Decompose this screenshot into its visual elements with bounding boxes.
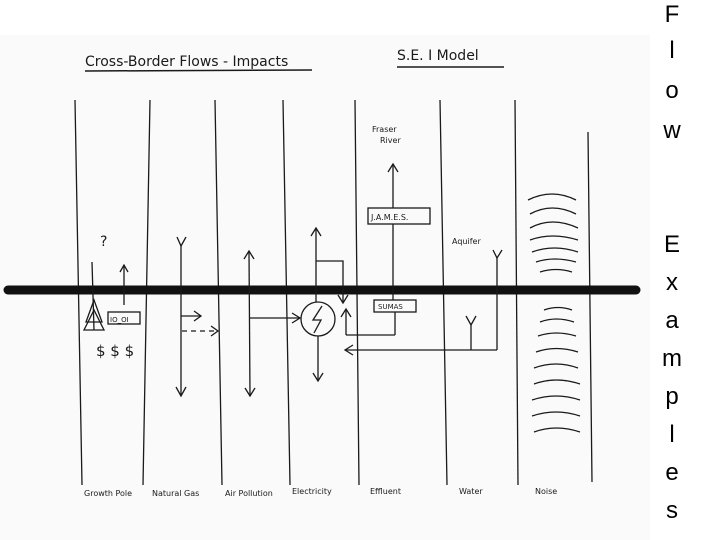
side-letter: p	[665, 383, 679, 410]
lightning-icon	[311, 305, 323, 334]
side-letter: s	[666, 497, 678, 524]
sketch-diagram: Cross-Border Flows - Impacts S.E. I Mode…	[3, 48, 641, 498]
column-labels: Growth Pole Natural Gas Air Pollution El…	[84, 487, 557, 498]
label-electricity: Electricity	[292, 487, 332, 496]
side-letter: l	[669, 421, 675, 448]
noise-waves	[527, 193, 581, 433]
diagram-title: Cross-Border Flows - Impacts	[85, 54, 288, 70]
aquifer-label: Aquifer	[452, 237, 481, 246]
label-water: Water	[459, 487, 483, 496]
fraser-label: Fraser	[372, 125, 397, 134]
question-mark: ?	[100, 234, 107, 250]
side-letter: o	[665, 77, 679, 104]
title-underline	[84, 69, 313, 72]
effluent-marks	[340, 162, 431, 336]
air-pollution-marks	[243, 249, 302, 398]
model-title: S.E. I Model	[397, 48, 479, 64]
river-label: River	[380, 136, 401, 145]
james-box	[367, 207, 431, 225]
side-letter: e	[665, 459, 679, 486]
side-letter: m	[662, 345, 682, 372]
label-natural-gas: Natural Gas	[152, 489, 199, 498]
divider-8	[587, 131, 593, 483]
side-letter: w	[663, 117, 681, 144]
water-marks	[343, 249, 503, 356]
label-noise: Noise	[535, 487, 557, 496]
dollar-signs: $ $ $	[96, 342, 134, 360]
side-letter: E	[663, 231, 680, 258]
flow-examples-vertical-text: F l o w E x a m p l e s	[650, 0, 720, 540]
label-growth-pole: Growth Pole	[84, 489, 132, 498]
tree-icon	[82, 298, 106, 331]
building-label: IO_OI	[110, 316, 129, 324]
natural-gas-marks	[175, 236, 220, 398]
label-air-pollution: Air Pollution	[225, 489, 273, 498]
side-letter: F	[664, 1, 680, 28]
growth-pole-marks	[82, 261, 141, 331]
sumas-label: SUMAS	[378, 303, 403, 311]
side-letter: x	[666, 269, 678, 296]
side-letter: l	[669, 37, 675, 64]
james-label: J.A.M.E.S.	[370, 213, 408, 222]
electricity-marks	[300, 226, 349, 383]
side-letter: a	[665, 307, 679, 334]
building-icon	[107, 311, 141, 325]
label-effluent: Effluent	[370, 487, 401, 496]
